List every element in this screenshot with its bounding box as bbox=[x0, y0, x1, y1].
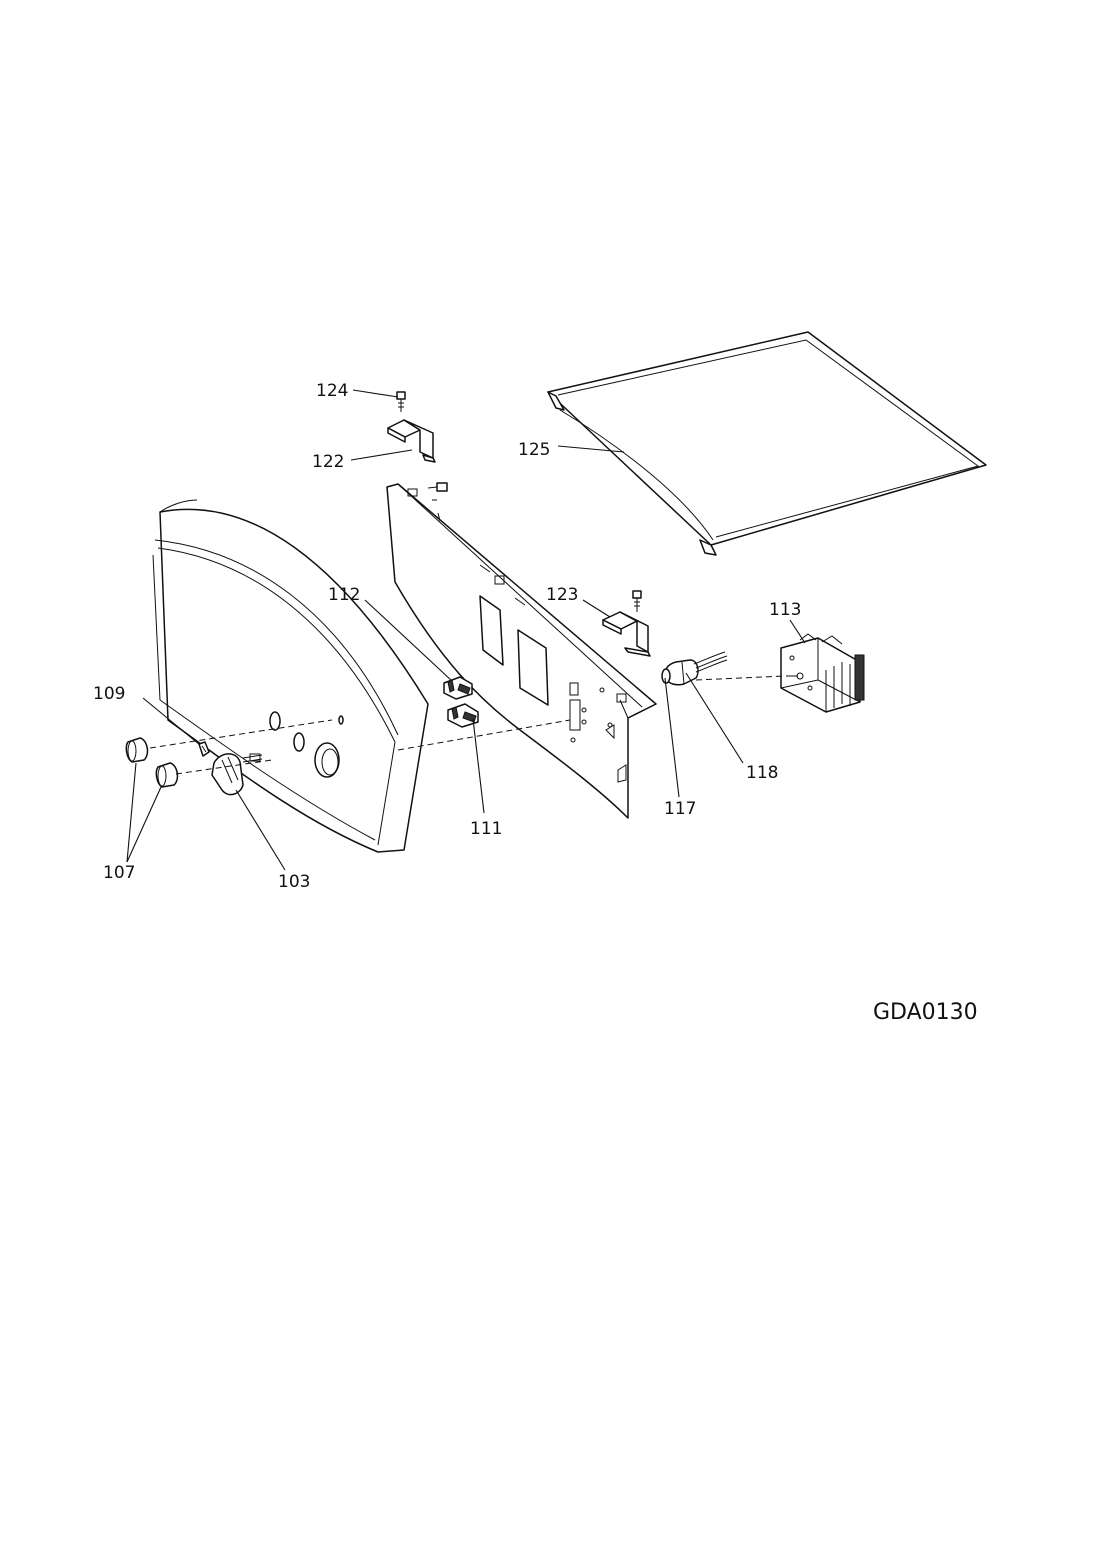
assembly-axes bbox=[149, 675, 786, 775]
plate-screw bbox=[427, 482, 448, 492]
wiring-118-part bbox=[693, 651, 728, 673]
part-label-125: 125 bbox=[518, 440, 550, 460]
indicator-light-109-part bbox=[198, 741, 210, 757]
screw-123-part bbox=[632, 590, 642, 612]
indicator-lamp-117-part bbox=[661, 659, 699, 686]
push-button-107-upper bbox=[125, 737, 149, 763]
part-label-103: 103 bbox=[278, 872, 310, 892]
mounting-plate bbox=[386, 483, 657, 819]
part-label-123: 123 bbox=[546, 585, 578, 605]
push-button-107-lower bbox=[155, 762, 179, 788]
part-label-112: 112 bbox=[328, 585, 360, 605]
part-label-107: 107 bbox=[103, 863, 135, 883]
drawing-code: GDA0130 bbox=[873, 1000, 978, 1025]
bracket-123-part bbox=[602, 611, 651, 657]
leader-lines bbox=[126, 389, 806, 871]
screw-124-part bbox=[396, 391, 406, 412]
timer-113-part bbox=[780, 633, 865, 713]
part-label-118: 118 bbox=[746, 763, 778, 783]
part-label-111: 111 bbox=[470, 819, 502, 839]
part-label-113: 113 bbox=[769, 600, 801, 620]
switch-112-part bbox=[443, 676, 473, 700]
part-labels: 124 122 125 112 123 113 109 118 117 111 … bbox=[93, 381, 801, 892]
top-cover-part bbox=[547, 331, 987, 556]
part-label-109: 109 bbox=[93, 684, 125, 704]
part-label-117: 117 bbox=[664, 799, 696, 819]
control-panel-fascia bbox=[152, 499, 429, 853]
part-label-122: 122 bbox=[312, 452, 344, 472]
part-label-124: 124 bbox=[316, 381, 348, 401]
bracket-122-part bbox=[387, 419, 436, 463]
knob-103-part bbox=[211, 753, 263, 796]
